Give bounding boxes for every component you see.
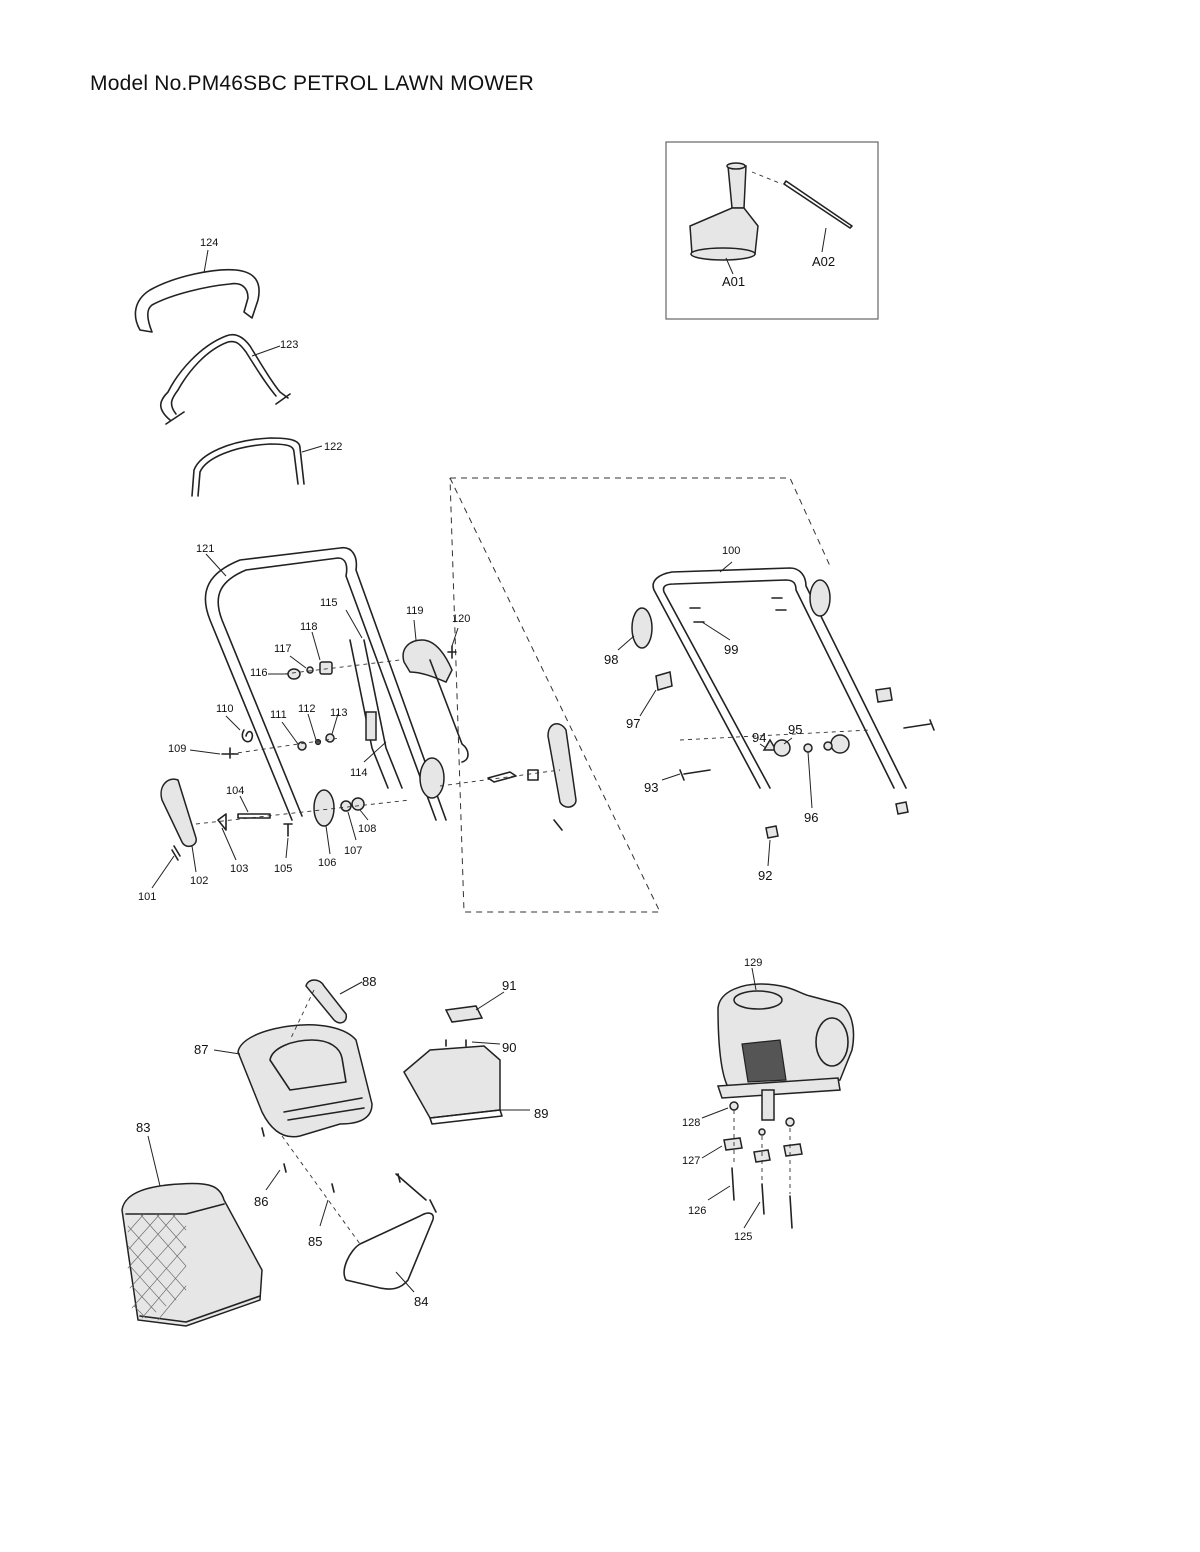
page-title: Model No.PM46SBC PETROL LAWN MOWER	[90, 72, 535, 95]
part-label: 129	[744, 957, 762, 969]
box-screws	[261, 1127, 401, 1227]
part-label: 94	[752, 730, 766, 745]
mesh-pattern	[127, 1213, 187, 1321]
part-label: 118	[300, 621, 318, 633]
part-label: 114	[350, 767, 368, 779]
engine-fixings	[701, 1101, 803, 1229]
part-label: 84	[414, 1294, 428, 1309]
part-label: A01	[722, 274, 745, 289]
part-label: 128	[682, 1117, 700, 1129]
part-label: 113	[330, 707, 348, 719]
grass-box-cover	[213, 1024, 373, 1138]
part-label: 88	[362, 974, 376, 989]
part-label: 99	[724, 642, 738, 657]
part-label: 119	[406, 605, 424, 617]
part-label: 107	[344, 845, 362, 857]
part-label: 90	[502, 1040, 516, 1055]
grass-collection-box	[121, 1135, 263, 1327]
part-label: 123	[280, 339, 298, 351]
part-label: 85	[308, 1234, 322, 1249]
part-label: 121	[196, 543, 214, 555]
part-label: 89	[534, 1106, 548, 1121]
part-label: 120	[452, 613, 470, 625]
part-label: A02	[812, 254, 835, 269]
grass-box-frame	[281, 1135, 437, 1293]
part-label: 103	[230, 863, 248, 875]
part-label: 111	[270, 709, 287, 721]
part-label: 126	[688, 1205, 706, 1217]
plug-wrench	[689, 162, 759, 261]
part-label: 91	[502, 978, 516, 993]
part-label: 115	[320, 597, 338, 609]
part-label: 109	[168, 743, 186, 755]
part-label: 124	[200, 237, 218, 249]
handle-hardware	[151, 609, 577, 889]
part-number-labels: A01 A02 124 123 122 121 100 115 119 120 …	[136, 237, 835, 1309]
dashed-group-boundary	[449, 477, 831, 913]
upper-handle-left	[204, 546, 447, 821]
part-label: 117	[274, 643, 292, 655]
tommy-bar	[751, 171, 853, 229]
part-label: 83	[136, 1120, 150, 1135]
part-label: 110	[216, 703, 234, 715]
part-label: 97	[626, 716, 640, 731]
part-label: 108	[358, 823, 376, 835]
inset-box	[665, 141, 879, 320]
bail-bar-123	[159, 333, 291, 425]
lower-handle-right	[652, 561, 907, 789]
part-label: 86	[254, 1194, 268, 1209]
part-label: 87	[194, 1042, 208, 1057]
part-label: 125	[734, 1231, 752, 1243]
engine	[716, 967, 855, 1121]
part-label: 102	[190, 875, 208, 887]
handle-grip	[134, 249, 260, 333]
lower-handle-hardware	[617, 579, 935, 867]
bail-bar-122	[191, 437, 323, 497]
part-label: 116	[250, 667, 268, 679]
part-label: 105	[274, 863, 292, 875]
part-label: 106	[318, 857, 336, 869]
part-label: 104	[226, 785, 244, 797]
part-label: 92	[758, 868, 772, 883]
part-label: 127	[682, 1155, 700, 1167]
part-label: 98	[604, 652, 618, 667]
grass-box-handle	[289, 979, 363, 1041]
part-label: 101	[138, 891, 156, 903]
part-label: 122	[324, 441, 342, 453]
part-label: 93	[644, 780, 658, 795]
part-label: 100	[722, 545, 740, 557]
rear-flap	[403, 991, 530, 1125]
part-label: 112	[298, 703, 316, 715]
part-label: 96	[804, 810, 818, 825]
part-label: 95	[788, 722, 802, 737]
